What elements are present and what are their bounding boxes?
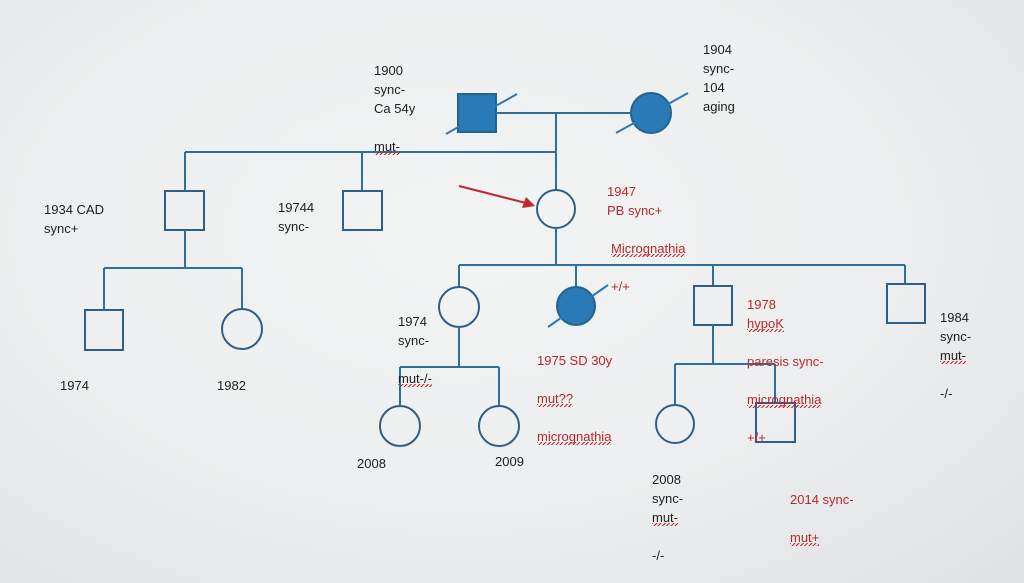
proband-arrowhead [522, 197, 535, 208]
child1-circle [438, 286, 480, 328]
grandfather-square [457, 93, 497, 133]
child4-label-text: 1984 sync- [940, 310, 972, 344]
gc4-label: 2014 sync- mut+ [790, 471, 854, 547]
gc1-label: 2008 [357, 456, 386, 471]
child3-hypok: hypoK [747, 316, 784, 331]
child3-genotype: +/+ [747, 430, 766, 445]
child3-year: 1978 [747, 297, 776, 312]
gc2-label: 2009 [495, 454, 524, 469]
proband-arrow [458, 185, 527, 204]
gc4-mutation: mut+ [790, 530, 820, 545]
child2-circle [556, 286, 596, 326]
proband-micrognathia: Micrognathia [611, 241, 686, 256]
child3-square [693, 285, 733, 326]
cousin2-label: 1982 [217, 378, 246, 393]
child3-micrognathia: micrognathia [747, 392, 822, 407]
child3-paresis: paresis sync- [747, 354, 824, 369]
grandfather-deceased-slash [445, 93, 518, 135]
uncle2-label: 19744 sync- [278, 200, 315, 234]
gc4-label-text: 2014 sync- [790, 492, 854, 507]
uncle2-square [342, 190, 383, 231]
proband-label-text: 1947 PB sync+ [607, 184, 663, 218]
uncle1-square [164, 190, 205, 231]
child1-label: 1974 sync- mut-/- [398, 293, 432, 388]
proband-circle [536, 189, 576, 229]
child2-deceased-slash [547, 284, 609, 328]
gc3-label-text: 2008 sync- [652, 472, 684, 506]
proband-genotype: +/+ [611, 279, 630, 294]
child4-mutation: mut- [940, 348, 966, 363]
gc3-genotype: -/- [652, 548, 665, 563]
child4-label: 1984 sync- mut- -/- [940, 289, 971, 403]
grandmother-label: 1904 sync- 104 aging [703, 42, 735, 114]
gc3-circle [655, 404, 695, 444]
uncle1-label: 1934 CAD sync+ [44, 202, 104, 236]
cousin1-label: 1974 [60, 378, 89, 393]
child3-label: 1978 hypoK paresis sync- micrognathia +/… [747, 276, 824, 447]
grandmother-deceased-slash [615, 92, 689, 134]
grandfather-label: 1900 sync- Ca 54y mut- [374, 42, 415, 156]
child2-mutation: mut?? [537, 391, 574, 406]
child1-mutation: mut-/- [398, 371, 432, 386]
gc2-circle [478, 405, 520, 447]
cousin2-circle [221, 308, 263, 350]
gc3-mutation: mut- [652, 510, 678, 525]
grandfather-label-text: 1900 sync- Ca 54y [374, 63, 416, 116]
child2-label: 1975 SD 30y mut?? micrognathia [537, 332, 612, 446]
gc1-circle [379, 405, 421, 447]
child4-genotype: -/- [940, 386, 953, 401]
child1-label-text: 1974 sync- [398, 314, 430, 348]
child4-square [886, 283, 926, 324]
child2-micrognathia: micrognathia [537, 429, 612, 444]
child2-label-text: 1975 SD 30y [537, 353, 613, 368]
proband-label: 1947 PB sync+ Micrognathia +/+ [607, 163, 685, 296]
gc3-label: 2008 sync- mut- -/- [652, 451, 683, 565]
grandfather-mutation: mut- [374, 139, 400, 154]
cousin1-square [84, 309, 124, 351]
